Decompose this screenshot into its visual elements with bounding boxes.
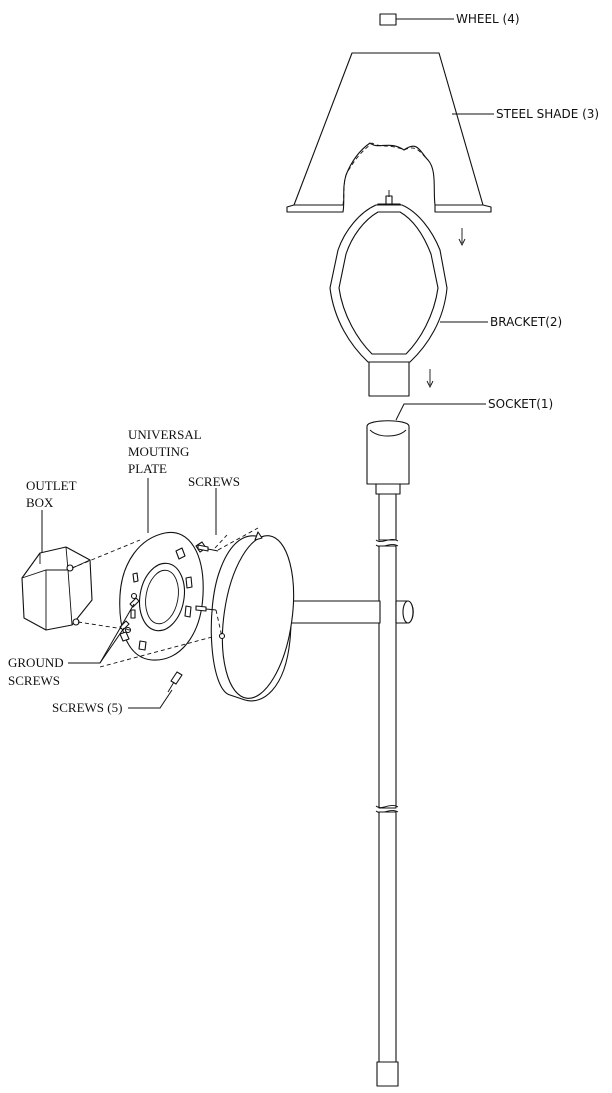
ground-screws-part	[68, 597, 213, 668]
down-arrow-icon	[426, 369, 434, 389]
label-wheel: WHEEL (4)	[456, 12, 520, 26]
label-bracket: BRACKET(2)	[490, 315, 562, 329]
socket-part	[366, 403, 486, 495]
screws-top-part	[195, 488, 259, 638]
label-ground-screws-1: GROUND	[8, 655, 64, 670]
bracket-part	[329, 190, 488, 397]
vertical-pole-part	[375, 493, 399, 1087]
label-universal-plate-3: PLATE	[128, 461, 167, 476]
label-universal-plate-1: UNIVERSAL	[128, 427, 202, 442]
label-outlet-box-1: OUTLET	[26, 478, 77, 493]
label-ground-screws-2: SCREWS	[8, 673, 60, 688]
steel-shade-part	[286, 52, 494, 213]
label-universal-plate-2: MOUTING	[128, 444, 189, 459]
label-socket: SOCKET(1)	[488, 397, 553, 411]
wheel-part	[379, 13, 454, 26]
label-screws-5: SCREWS (5)	[52, 700, 122, 715]
label-screws-top: SCREWS	[188, 474, 240, 489]
wall-canopy-part	[210, 531, 295, 702]
label-outlet-box-2: BOX	[26, 495, 54, 510]
screws-5-part	[128, 671, 183, 709]
label-steel-shade: STEEL SHADE (3)	[496, 107, 599, 121]
down-arrow-icon	[458, 228, 466, 247]
mounting-plate-part	[119, 478, 207, 661]
